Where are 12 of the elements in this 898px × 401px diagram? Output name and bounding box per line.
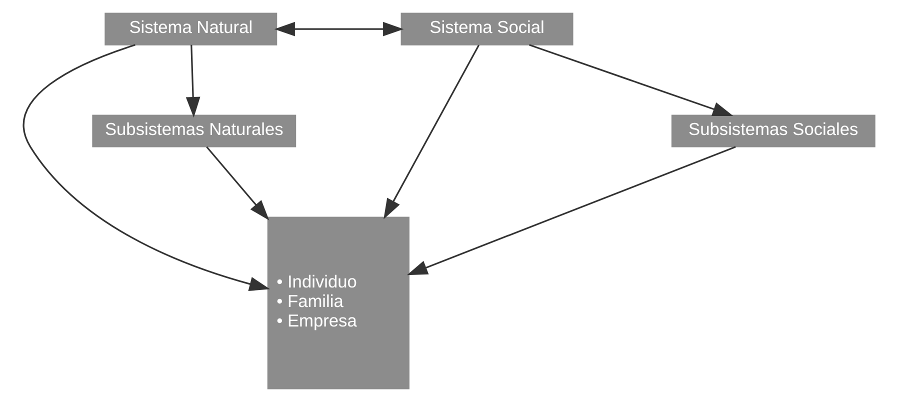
arrow xyxy=(206,146,270,220)
node-box: Subsistemas Naturales xyxy=(92,114,296,147)
arrow xyxy=(384,44,480,219)
node-box: Sistema Social xyxy=(400,12,574,45)
node-box: Subsistemas Sociales xyxy=(671,114,876,147)
arrow xyxy=(529,44,734,116)
node-box: Sistema Natural xyxy=(104,12,278,45)
arrow xyxy=(23,44,270,291)
arrow xyxy=(406,146,736,275)
arrow xyxy=(274,21,404,36)
arrow xyxy=(186,44,200,118)
node-box: • Individuo • Familia • Empresa xyxy=(267,216,410,389)
